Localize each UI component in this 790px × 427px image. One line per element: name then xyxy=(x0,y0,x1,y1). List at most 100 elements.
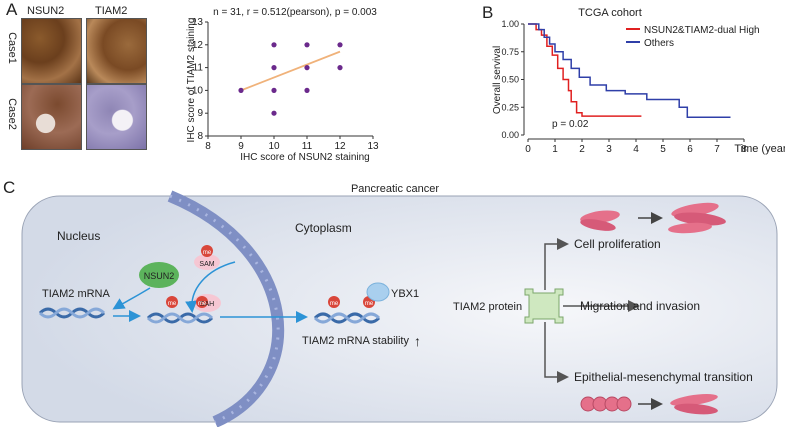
scatter-title: n = 31, r = 0.512(pearson), p = 0.003 xyxy=(213,7,377,18)
nsun2-arrow xyxy=(112,287,151,310)
scatter-fit-line xyxy=(240,50,341,92)
me-label-sam: me xyxy=(203,250,212,256)
scatter-y-tick-label: 12 xyxy=(192,40,204,51)
arrow-proliferation xyxy=(544,238,569,290)
scatter-x-tick-label: 10 xyxy=(268,141,280,152)
scatter-x-tick-label: 8 xyxy=(205,141,211,152)
scatter-point xyxy=(304,42,310,48)
scatter-plot-area: 8 9 10 11 12 13 8 9 10 11 12 13 xyxy=(192,17,379,152)
me-label-4: me xyxy=(365,301,374,307)
cells-after-proliferation xyxy=(668,202,726,234)
scatter-point xyxy=(304,65,310,71)
scatter-point xyxy=(337,65,343,71)
pathway-title: Pancreatic cancer xyxy=(350,183,440,195)
scatter-x-tick-label: 9 xyxy=(238,141,244,152)
km-y-tick-label: 0.00 xyxy=(501,130,519,140)
km-legend: NSUN2&TIAM2-dual High Others xyxy=(626,25,760,49)
sah-label: SAH xyxy=(200,301,214,308)
me-mark-mrna-3 xyxy=(328,296,340,308)
scatter-xlabel: IHC score of NSUN2 staining xyxy=(240,152,370,163)
ihc-image-case1-nsun2 xyxy=(21,18,82,84)
outcome-cell-proliferation: Cell proliferation xyxy=(574,237,661,251)
scatter-point xyxy=(304,87,310,93)
legend-label-dual-high: NSUN2&TIAM2-dual High xyxy=(644,25,760,36)
km-series-line-0 xyxy=(528,23,642,117)
scatter-y-tick-label: 11 xyxy=(193,63,204,74)
km-x-tick-label: 6 xyxy=(687,144,693,155)
stability-up-arrow: ↑ xyxy=(414,333,421,349)
methylation-arrow xyxy=(185,261,236,313)
scatter-y-tick-label: 13 xyxy=(192,17,204,28)
km-xlabel: Time (years) xyxy=(734,143,785,155)
scatter-x-tick-label: 12 xyxy=(334,141,346,152)
km-x-tick-label: 0 xyxy=(525,144,531,155)
scatter-y-tick-label: 8 xyxy=(197,131,203,142)
nuclear-envelope-pores xyxy=(169,194,280,424)
km-x-tick-label: 4 xyxy=(633,144,639,155)
me-label-3: me xyxy=(330,301,339,307)
km-pvalue: p = 0.02 xyxy=(552,119,589,130)
scatter-ylabel: IHC score of TIAM2 staining xyxy=(186,18,197,143)
ihc-col-label-nsun2: NSUN2 xyxy=(27,5,65,17)
epithelial-cells xyxy=(580,396,632,412)
scatter-point xyxy=(238,87,244,93)
km-x-tick-label: 1 xyxy=(552,144,558,155)
scatter-x-tick-label: 13 xyxy=(367,141,379,152)
me-mark-mrna-2 xyxy=(196,296,208,308)
ihc-image-case1-tiam2 xyxy=(86,18,147,84)
km-x-tick-label: 8 xyxy=(741,144,747,155)
arrow-emt xyxy=(544,322,569,383)
km-y-tick-label: 1.00 xyxy=(501,19,519,29)
km-series-line-1 xyxy=(528,23,731,118)
scatter-x-tick-label: 11 xyxy=(302,141,313,152)
outcome-emt: Epithelial-mesenchymal transition xyxy=(574,370,753,384)
ybx1-label: YBX1 xyxy=(391,288,419,300)
ihc-image-case2-nsun2 xyxy=(21,84,82,150)
km-ylabel: Overall servival xyxy=(492,46,503,114)
km-title: TCGA cohort xyxy=(578,7,642,19)
km-x-tick-label: 7 xyxy=(714,144,720,155)
me-mark-sam xyxy=(201,245,213,257)
cytoplasm-label: Cytoplasm xyxy=(295,221,352,235)
nucleus-label: Nucleus xyxy=(57,229,100,243)
me-label-1: me xyxy=(168,301,177,307)
sam-molecule xyxy=(194,254,220,270)
scatter-point xyxy=(271,87,277,93)
km-y-tick-label: 0.25 xyxy=(501,102,519,112)
scatter-point xyxy=(271,110,277,116)
stability-label: TIAM2 mRNA stability xyxy=(302,335,409,347)
nsun2-enzyme xyxy=(139,262,179,288)
panel-letter-c: C xyxy=(3,178,16,197)
km-x-tick-label: 2 xyxy=(579,144,585,155)
tiam2-protein-shape xyxy=(524,288,564,324)
km-x-tick-label: 3 xyxy=(606,144,612,155)
scatter-y-tick-label: 9 xyxy=(197,108,203,119)
ihc-col-label-tiam2: TIAM2 xyxy=(95,5,128,17)
mrna-helix-1 xyxy=(38,307,106,319)
legend-label-others: Others xyxy=(644,38,674,49)
km-y-tick-label: 0.75 xyxy=(501,47,519,57)
me-mark-mrna-1 xyxy=(166,296,178,308)
tiam2-mrna-label: TIAM2 mRNA xyxy=(42,288,111,300)
scatter-chart: n = 31, r = 0.512(pearson), p = 0.003 8 9… xyxy=(186,7,379,163)
tiam2-protein-label: TIAM2 protein xyxy=(453,301,522,313)
cells-before-proliferation xyxy=(580,210,620,231)
outcome-migration-invasion: Migration and invasion xyxy=(580,299,700,313)
ihc-image-case2-tiam2 xyxy=(86,84,147,150)
km-x-tick-label: 5 xyxy=(660,144,666,155)
ybx1-protein xyxy=(366,282,390,302)
scatter-y-tick-label: 10 xyxy=(192,85,204,96)
sam-label: SAM xyxy=(199,261,214,268)
panel-letter-b: B xyxy=(482,3,493,22)
scatter-point xyxy=(271,65,277,71)
me-label-2: me xyxy=(198,301,207,307)
panel-letter-a: A xyxy=(6,0,18,19)
mrna-helix-3 xyxy=(313,312,381,324)
scatter-point xyxy=(271,42,277,48)
nsun2-label: NSUN2 xyxy=(144,271,175,281)
mrna-helix-2 xyxy=(146,312,214,324)
scatter-point xyxy=(337,42,343,48)
